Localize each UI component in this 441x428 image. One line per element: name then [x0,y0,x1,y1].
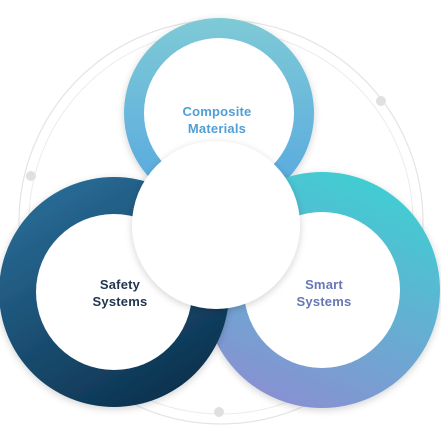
label-safety-systems: Safety Systems [40,276,200,310]
guide-dot-bottom [214,407,224,417]
center-hub [132,141,300,309]
guide-dot-left [26,171,36,181]
label-safety-line-2: Systems [92,294,148,309]
label-composite-materials: Composite Materials [137,103,297,137]
label-smart-line-2: Systems [296,294,352,309]
label-composite-line-1: Composite [182,104,252,119]
guide-dot-right [376,96,386,106]
label-composite-line-2: Materials [187,121,247,136]
label-safety-line-1: Safety [99,277,141,292]
label-smart-systems: Smart Systems [244,276,404,310]
label-smart-line-1: Smart [305,277,343,292]
